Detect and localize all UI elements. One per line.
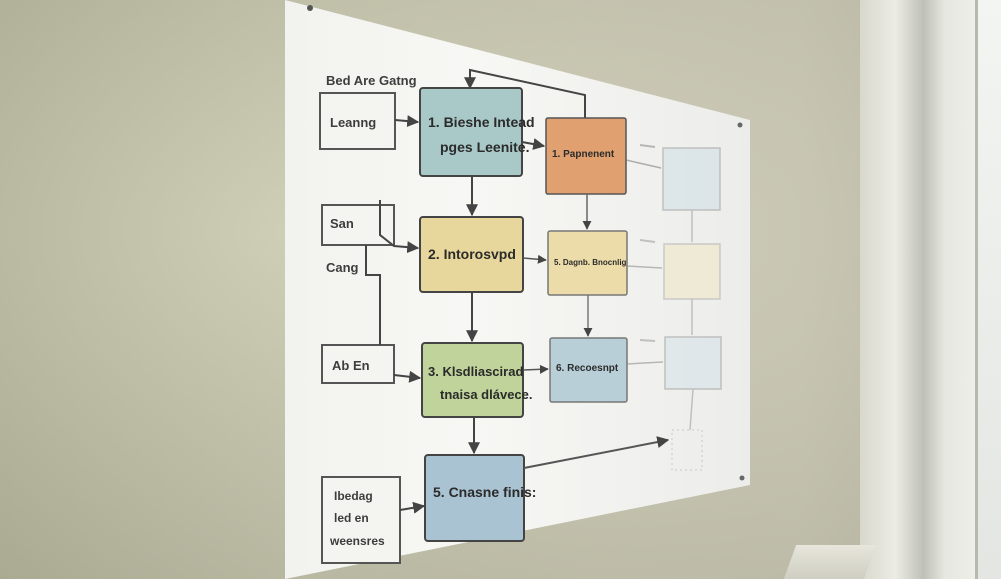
result-box-3-label: 6. Recoesnpt xyxy=(556,363,619,374)
step-box-3 xyxy=(421,342,524,418)
arrow-b2-to-r2 xyxy=(522,254,547,264)
side-box-2-label: San xyxy=(330,216,354,231)
arrow-b5-to-right xyxy=(523,436,670,469)
faded-box-3 xyxy=(664,336,722,390)
side-box-4-line2: led en xyxy=(334,511,369,525)
step-box-5 xyxy=(424,454,525,542)
step-box-3-line2: tnaisa dlávece. xyxy=(440,387,533,402)
step-box-5-line1: 5. Cnasne finis: xyxy=(433,484,536,500)
side-box-3-label: Ab En xyxy=(332,358,370,373)
pin-top-right xyxy=(737,122,743,128)
side-label-cang: Cang xyxy=(326,260,359,275)
result-box-1 xyxy=(545,117,627,195)
faded-tick-3 xyxy=(639,339,656,342)
loop-arrow-top xyxy=(464,68,586,118)
faded-arrow-6 xyxy=(689,388,694,431)
side-box-2 xyxy=(321,204,395,246)
faded-tick-2 xyxy=(639,239,656,243)
step-box-1 xyxy=(419,87,523,177)
result-box-1-label: 1. Papnenent xyxy=(552,149,615,160)
arrow-side1-to-b1 xyxy=(394,115,420,128)
step-box-2-line1: 2. Intorosvpd xyxy=(428,246,516,262)
faded-box-2 xyxy=(663,243,721,300)
faded-tick-1 xyxy=(639,144,656,148)
faded-box-1 xyxy=(662,147,721,211)
faded-arrow-1 xyxy=(625,159,662,169)
faded-arrow-3 xyxy=(626,361,664,365)
side-box-4 xyxy=(321,476,401,564)
pin-bottom-right xyxy=(739,475,745,481)
arrow-b3-to-r3 xyxy=(522,364,549,374)
side-box-1-label: Leanng xyxy=(330,115,376,130)
side-box-4-line1: Ibedag xyxy=(334,489,373,503)
result-box-3 xyxy=(549,337,628,403)
arrow-side3-to-b3 xyxy=(393,370,422,383)
side-box-3 xyxy=(321,344,395,384)
connector-cang xyxy=(365,245,381,345)
step-box-1-line2: pges Leenite. xyxy=(440,139,529,155)
top-left-label: Bed Are Gatng xyxy=(326,73,417,88)
pin-top-left xyxy=(307,5,313,11)
faded-end-marker xyxy=(671,429,703,471)
faded-arrow-2 xyxy=(626,265,663,269)
step-box-3-line1: 3. Klsdliascirad xyxy=(428,364,523,379)
faded-column xyxy=(625,144,722,471)
window-pane xyxy=(975,0,1001,579)
step-box-1-line1: 1. Bieshe Intead xyxy=(428,114,535,130)
arrow-side2-to-b2 xyxy=(379,200,420,254)
arrow-side4-to-b5 xyxy=(399,501,426,514)
arrow-b1-to-r1 xyxy=(521,138,546,150)
side-box-4-line3: weensres xyxy=(329,534,385,548)
result-box-2-label: 5. Dagnb. Bnocnlig xyxy=(554,258,627,267)
side-box-1 xyxy=(319,92,396,150)
